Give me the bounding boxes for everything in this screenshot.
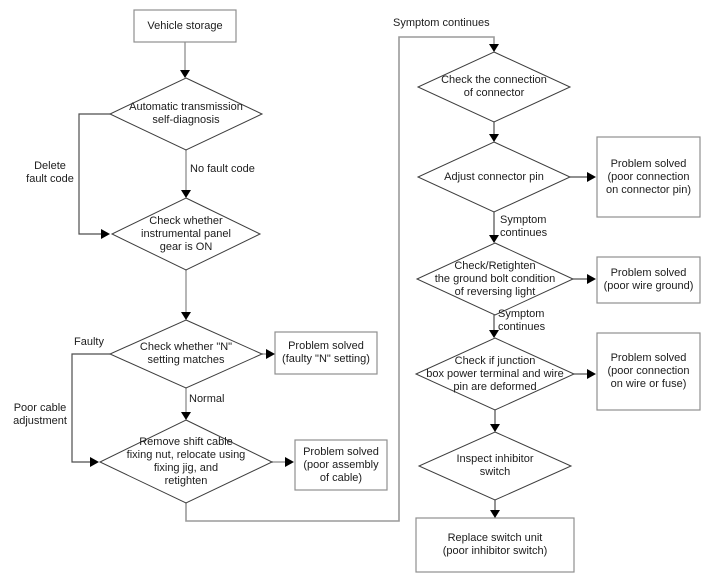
edge-label-symptom-continues-1: Symptom continues bbox=[500, 214, 548, 239]
node-problem-pin-box bbox=[596, 136, 701, 218]
edge-label-normal: Normal bbox=[189, 393, 225, 405]
node-problem-cable-box bbox=[294, 439, 388, 491]
arrowhead-down-icon bbox=[180, 70, 190, 78]
arrowhead-right-icon bbox=[266, 349, 275, 359]
arrowhead-down-icon bbox=[489, 330, 499, 338]
node-vehicle-storage-label: Vehicle storage bbox=[147, 19, 223, 32]
node-n-setting-diamond bbox=[108, 319, 264, 389]
node-remove-shift-cable-label: Remove shift cable fixing nut, relocate … bbox=[126, 435, 246, 487]
arrowhead-down-icon bbox=[181, 190, 191, 198]
node-problem-n-setting-box bbox=[274, 331, 378, 375]
arrowhead-down-icon bbox=[181, 312, 191, 320]
node-inspect-inhibitor-label: Inspect inhibitor switch bbox=[456, 453, 534, 478]
arrowhead-right-icon bbox=[101, 229, 110, 239]
node-ground-bolt-label: Check/Retighten the ground bolt conditio… bbox=[434, 259, 556, 298]
node-check-connector-diamond bbox=[416, 51, 572, 123]
node-instrument-panel-label: Check whether instrumental panel gear is… bbox=[141, 214, 231, 253]
edge-label-delete-fault-code: Delete fault code bbox=[26, 160, 74, 185]
arrowhead-right-icon bbox=[587, 274, 596, 284]
arrowhead-down-icon bbox=[181, 412, 191, 420]
node-problem-pin-label: Problem solved (poor connection on conne… bbox=[606, 157, 691, 196]
edge-label-faulty: Faulty bbox=[74, 336, 104, 348]
node-adjust-pin-label: Adjust connector pin bbox=[444, 170, 544, 183]
arrowhead-right-icon bbox=[285, 457, 294, 467]
node-inspect-inhibitor-diamond bbox=[417, 431, 573, 501]
edge-label-symptom-continues-main: Symptom continues bbox=[393, 17, 490, 29]
arrowhead-right-icon bbox=[587, 369, 596, 379]
edge-label-no-fault-code: No fault code bbox=[190, 163, 255, 175]
node-vehicle-storage-box bbox=[133, 9, 237, 43]
edge-poor-cable-loop bbox=[71, 353, 110, 463]
arrowhead-down-icon bbox=[490, 424, 500, 432]
node-auto-diagnosis-label: Automatic transmission self-diagnosis bbox=[129, 101, 243, 126]
node-problem-n-setting-label: Problem solved (faulty "N" setting) bbox=[282, 340, 370, 365]
node-adjust-pin-diamond bbox=[416, 141, 572, 213]
arrowhead-down-icon bbox=[489, 44, 499, 52]
node-auto-diagnosis-diamond bbox=[108, 77, 264, 151]
node-problem-cable-label: Problem solved (poor assembly of cable) bbox=[303, 445, 379, 484]
arrowhead-down-icon bbox=[490, 510, 500, 518]
arrowhead-down-icon bbox=[489, 235, 499, 243]
arrowhead-right-icon bbox=[587, 172, 596, 182]
node-problem-wire-box bbox=[596, 332, 701, 411]
edge-label-poor-cable-adjustment: Poor cable adjustment bbox=[13, 402, 67, 427]
node-n-setting-label: Check whether "N" setting matches bbox=[139, 341, 233, 366]
node-problem-ground-label: Problem solved (poor wire ground) bbox=[603, 267, 694, 292]
node-junction-box-diamond bbox=[414, 337, 576, 411]
node-ground-bolt-diamond bbox=[415, 242, 575, 316]
node-check-connector-label: Check the connection of connector bbox=[441, 74, 547, 99]
arrowhead-right-icon bbox=[90, 457, 99, 467]
node-replace-switch-label: Replace switch unit (poor inhibitor swit… bbox=[442, 532, 548, 557]
node-problem-wire-label: Problem solved (poor connection on wire … bbox=[607, 352, 690, 390]
node-problem-ground-box bbox=[596, 256, 701, 304]
edge-symptom-continues-route bbox=[185, 36, 495, 522]
node-remove-shift-cable-diamond bbox=[98, 419, 274, 504]
edge-label-symptom-continues-2: Symptom continues bbox=[498, 308, 546, 333]
node-instrument-panel-diamond bbox=[110, 197, 262, 271]
edge-delete-fault-code-loop bbox=[78, 113, 110, 235]
node-junction-box-label: Check if junction box power terminal and… bbox=[426, 354, 564, 393]
arrowhead-down-icon bbox=[489, 134, 499, 142]
